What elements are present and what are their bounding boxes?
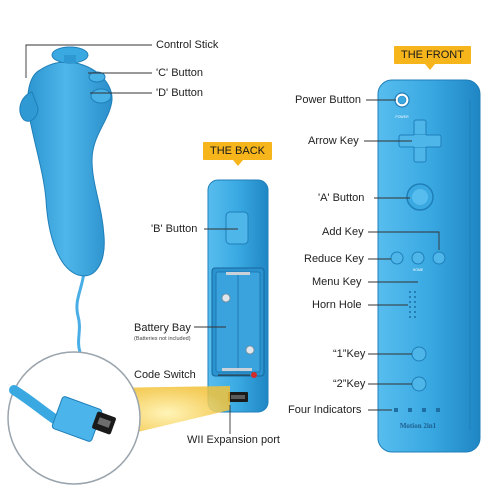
indicator-4 [436,408,440,412]
speaker-dot [409,301,411,303]
label-arrow-key: Arrow Key [308,135,359,147]
nunchuk-body [27,61,113,277]
remote-front-body [377,79,481,453]
power-text: POWER [395,115,409,119]
nunchuk-z-trigger [19,91,39,122]
banner-back: THE BACK [203,142,273,160]
speaker-dot [409,296,411,298]
speaker-dot [414,301,416,303]
callout-lines [25,44,440,434]
speaker-dot [414,291,416,293]
code-switch [251,372,257,378]
home-text: HOME [413,268,424,272]
label-b-button: 'B' Button [151,223,198,235]
label-one-key: “1”Key [333,348,366,360]
label-c-button: 'C' Button [156,67,204,79]
speaker-dot [409,311,411,313]
banner-front: THE FRONT [394,46,471,64]
label-control-stick: Control Stick [156,39,219,51]
label-expansion-port: WII Expansion port [187,434,280,446]
two-key [411,376,427,392]
label-battery-bay: Battery Bay [134,322,191,334]
add-key [432,251,446,265]
one-key [411,346,427,362]
menu-key [411,251,425,265]
label-power-button: Power Button [295,94,362,106]
banner-front-pointer [425,64,435,70]
reduce-key [390,251,404,265]
indicator-3 [422,408,426,412]
remote-back [207,179,269,413]
speaker-dot [409,316,411,318]
banner-back-pointer [233,160,243,166]
label-menu-key: Menu Key [312,276,362,288]
d-button [90,88,112,104]
arrow-key [398,119,442,163]
label-battery-note: (Batteries not included) [134,336,191,342]
speaker-dot [414,311,416,313]
nunchuk [19,46,113,353]
label-a-button: 'A' Button [318,192,365,204]
brand-text: Motion 2in1 [400,422,437,430]
label-reduce-key: Reduce Key [304,253,364,265]
speaker-dot [414,306,416,308]
speaker-dot [414,296,416,298]
label-code-switch: Code Switch [134,369,196,381]
label-two-key: “2”Key [333,378,366,390]
label-four-indicators: Four Indicators [288,404,362,416]
horn-hole [409,291,416,318]
speaker-dot [409,291,411,293]
nunchuk-cable [75,271,86,353]
b-trigger [225,211,249,245]
line-control-stick [25,44,152,78]
line-add-key [368,231,440,250]
connector-inset [7,351,230,485]
indicator-2 [408,408,412,412]
label-d-button: 'D' Button [156,87,204,99]
label-horn-hole: Horn Hole [312,299,362,311]
label-add-key: Add Key [322,226,364,238]
indicator-1 [394,408,398,412]
speaker-dot [409,306,411,308]
speaker-dot [414,316,416,318]
remote-front: POWER HOME Motion 2in1 [377,79,481,453]
c-button [88,71,106,83]
